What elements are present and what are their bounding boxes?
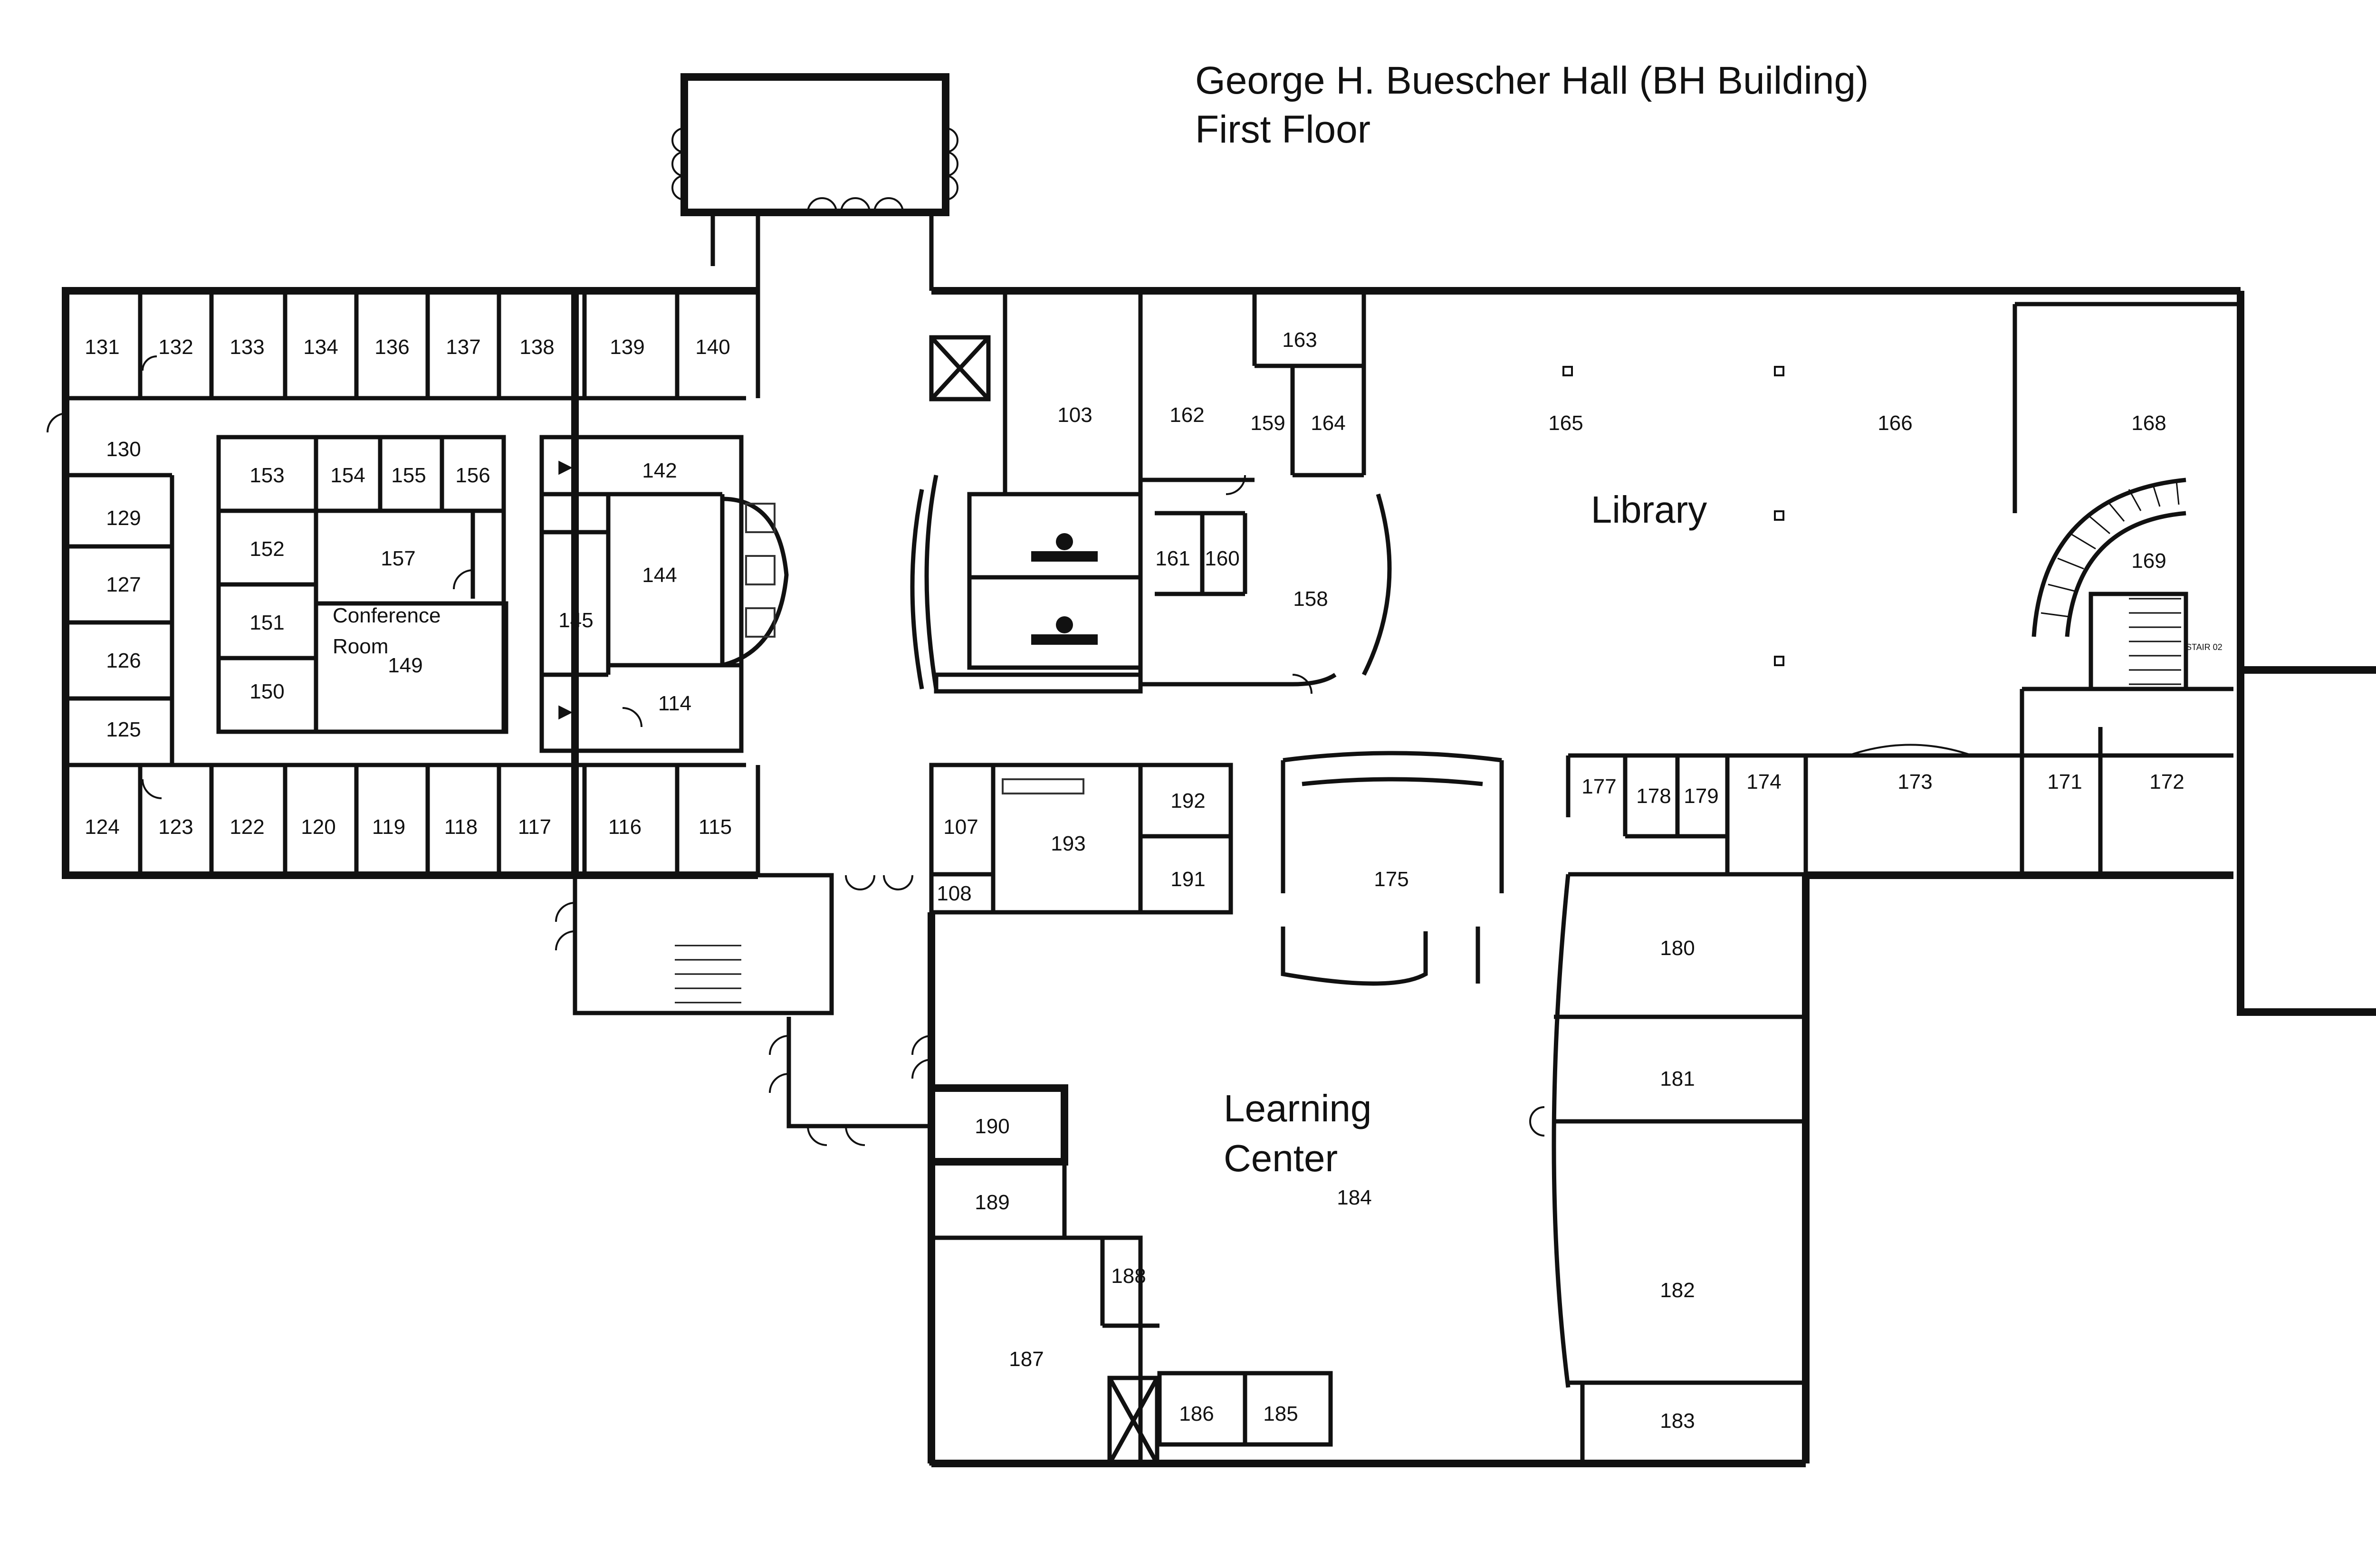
room-144[interactable]: 144 xyxy=(642,564,677,587)
room-125[interactable]: 125 xyxy=(106,718,141,741)
room-182[interactable]: 182 xyxy=(1660,1279,1695,1302)
room-162[interactable]: 162 xyxy=(1169,403,1204,427)
north-entry xyxy=(671,73,958,291)
room-139[interactable]: 139 xyxy=(610,335,644,359)
room-180[interactable]: 180 xyxy=(1660,937,1695,960)
room-115[interactable]: 115 xyxy=(699,815,732,839)
room-129[interactable]: 129 xyxy=(106,507,141,530)
room-138[interactable]: 138 xyxy=(519,335,554,359)
learning-center-area xyxy=(555,751,1810,1467)
room-161[interactable]: 161 xyxy=(1155,547,1190,570)
room-137[interactable]: 137 xyxy=(446,335,480,359)
restroom-icon: ▸ xyxy=(558,694,573,726)
room-154[interactable]: 154 xyxy=(330,464,365,487)
room-177[interactable]: 177 xyxy=(1581,775,1616,798)
library-label: Library xyxy=(1591,488,1707,531)
room-184[interactable]: 184 xyxy=(1337,1186,1371,1209)
room-169[interactable]: 169 xyxy=(2131,549,2166,573)
room-136[interactable]: 136 xyxy=(374,335,409,359)
room-165[interactable]: 165 xyxy=(1548,411,1583,435)
room-193[interactable]: 193 xyxy=(1051,832,1085,855)
central-block: ▸ ▸ xyxy=(539,435,789,753)
restroom-icon: ▸ xyxy=(558,449,573,481)
room-160[interactable]: 160 xyxy=(1205,547,1239,570)
room-114[interactable]: 114 xyxy=(658,692,691,715)
room-174[interactable]: 174 xyxy=(1746,770,1781,794)
room-103[interactable]: 103 xyxy=(1057,403,1092,427)
room-171[interactable]: 171 xyxy=(2047,770,2082,794)
room-153[interactable]: 153 xyxy=(249,464,284,487)
room-173[interactable]: 173 xyxy=(1897,770,1932,794)
room-175[interactable]: 175 xyxy=(1374,868,1408,891)
learning-center-label-1: Learning xyxy=(1224,1087,1371,1129)
room-107[interactable]: 107 xyxy=(943,815,978,839)
room-133[interactable]: 133 xyxy=(230,335,264,359)
room-158[interactable]: 158 xyxy=(1293,587,1328,611)
conference-room-label-2: Room xyxy=(333,635,388,658)
room-191[interactable]: 191 xyxy=(1170,868,1205,891)
room-122[interactable]: 122 xyxy=(230,815,264,839)
room-116[interactable]: 116 xyxy=(608,815,642,839)
room-118[interactable]: 118 xyxy=(444,815,478,839)
room-130[interactable]: 130 xyxy=(106,438,141,461)
center-north-core xyxy=(910,287,2241,694)
room-157[interactable]: 157 xyxy=(381,547,415,570)
library-area: STAIR 02 xyxy=(1562,291,2244,691)
room-labels: 131 132 133 134 136 137 138 139 140 130 … xyxy=(85,328,2184,1433)
room-181[interactable]: 181 xyxy=(1660,1067,1695,1090)
room-152[interactable]: 152 xyxy=(249,537,284,561)
room-168[interactable]: 168 xyxy=(2131,411,2166,435)
east-corridor xyxy=(1566,666,2376,1016)
room-190[interactable]: 190 xyxy=(975,1115,1009,1138)
map-title: George H. Buescher Hall (BH Building) xyxy=(1195,59,1869,102)
room-172[interactable]: 172 xyxy=(2149,770,2184,794)
room-163[interactable]: 163 xyxy=(1282,328,1317,352)
room-124[interactable]: 124 xyxy=(85,815,119,839)
room-140[interactable]: 140 xyxy=(695,335,730,359)
room-185[interactable]: 185 xyxy=(1263,1402,1298,1425)
room-108[interactable]: 108 xyxy=(937,882,971,905)
room-149[interactable]: 149 xyxy=(388,654,422,677)
room-117[interactable]: 117 xyxy=(518,815,551,839)
room-183[interactable]: 183 xyxy=(1660,1409,1695,1433)
map-subtitle: First Floor xyxy=(1195,108,1370,151)
room-188[interactable]: 188 xyxy=(1111,1264,1146,1288)
room-189[interactable]: 189 xyxy=(975,1191,1009,1214)
room-132[interactable]: 132 xyxy=(158,335,193,359)
room-145[interactable]: 145 xyxy=(558,609,593,632)
room-120[interactable]: 120 xyxy=(301,815,335,839)
room-192[interactable]: 192 xyxy=(1170,789,1205,813)
room-127[interactable]: 127 xyxy=(106,573,141,596)
room-186[interactable]: 186 xyxy=(1179,1402,1214,1425)
room-159[interactable]: 159 xyxy=(1250,411,1285,435)
stair-tag: STAIR 02 xyxy=(2186,642,2223,652)
west-wing xyxy=(47,285,760,879)
room-126[interactable]: 126 xyxy=(106,649,141,672)
room-123[interactable]: 123 xyxy=(158,815,193,839)
room-131[interactable]: 131 xyxy=(85,335,119,359)
room-187[interactable]: 187 xyxy=(1009,1348,1044,1371)
room-178[interactable]: 178 xyxy=(1636,784,1671,808)
room-179[interactable]: 179 xyxy=(1684,784,1718,808)
room-119[interactable]: 119 xyxy=(372,815,405,839)
room-142[interactable]: 142 xyxy=(642,459,677,482)
room-134[interactable]: 134 xyxy=(303,335,338,359)
room-150[interactable]: 150 xyxy=(249,680,284,703)
room-164[interactable]: 164 xyxy=(1311,411,1345,435)
room-155[interactable]: 155 xyxy=(391,464,426,487)
room-166[interactable]: 166 xyxy=(1878,411,1912,435)
room-156[interactable]: 156 xyxy=(455,464,490,487)
learning-center-label-2: Center xyxy=(1224,1137,1338,1179)
room-151[interactable]: 151 xyxy=(249,611,284,634)
conference-room-label-1: Conference xyxy=(333,604,441,627)
